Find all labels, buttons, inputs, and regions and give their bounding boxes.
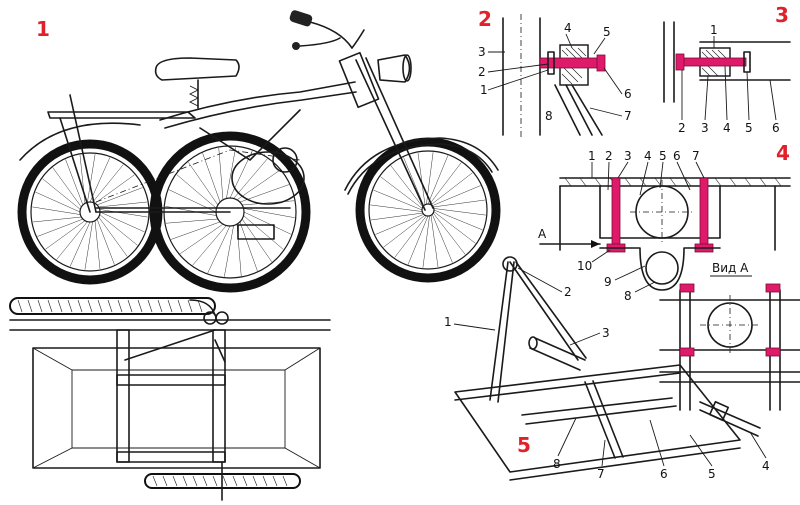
figure-number-2: 2: [478, 7, 492, 31]
frame-base: [454, 364, 741, 473]
figure-1-top-view: [9, 297, 331, 501]
fig4-label-7: 7: [692, 149, 700, 163]
figure-number-5: 5: [517, 433, 531, 457]
fig4-label-1: 1: [588, 149, 596, 163]
figure-1-motorcycle-side-view: 1: [17, 10, 501, 293]
fig4-view-label: Вид А: [712, 261, 749, 275]
fig4-label-4: 4: [644, 149, 652, 163]
frame-strut-1: [489, 261, 509, 401]
fig4-arrow-label: А: [538, 227, 547, 241]
fig4-bolt-left: [611, 177, 621, 249]
frame-top-tube: [159, 81, 356, 121]
fig5-label-6: 6: [660, 467, 668, 481]
headset: [338, 51, 380, 109]
figure-number-1: 1: [36, 17, 50, 41]
fig5-label-4: 4: [762, 459, 770, 473]
fig4-label-10: 10: [577, 259, 592, 273]
frame-top-joint-2: [502, 256, 518, 272]
fig3-label-6: 6: [772, 121, 780, 135]
figure-4-clamp-assembly: 4 А Вид А 1 2 3 4 5 6 7 10 9: [538, 141, 791, 303]
frame-strut-3: [509, 261, 579, 361]
engine: [231, 147, 305, 240]
fig2-label-5: 5: [603, 25, 611, 39]
figure-2-joint-detail: 2 4 5 3 2 1 6 8 7: [478, 7, 632, 140]
front-wheel: [355, 137, 501, 283]
fig3-label-2: 2: [678, 121, 686, 135]
fig4-bolt-right: [699, 177, 709, 249]
front-fender: [344, 137, 499, 191]
fig2-label-2: 2: [478, 65, 486, 79]
fig5-label-8: 8: [553, 457, 561, 471]
fig3-bolt: [679, 57, 747, 67]
sidecar-strut: [69, 94, 97, 213]
view-a-bolt-top-left: [679, 283, 695, 293]
front-fork: [355, 59, 426, 211]
frame-axle-4: [699, 401, 761, 429]
figure-5-sidecar-frame: 5 2 1 3 8 7 6 5 4: [444, 256, 770, 481]
fig2-label-6: 6: [624, 87, 632, 101]
fig2-label-8: 8: [545, 109, 553, 123]
seat: [154, 57, 240, 81]
fig3-label-4: 4: [723, 121, 731, 135]
figure-number-3: 3: [775, 3, 789, 27]
fig3-label-5: 5: [745, 121, 753, 135]
fig4-label-8: 8: [624, 289, 632, 303]
handlebar: [309, 21, 353, 49]
figure-number-4: 4: [776, 141, 790, 165]
fig4-label-5: 5: [659, 149, 667, 163]
fig2-label-7: 7: [624, 109, 632, 123]
rear-tyre-top-view: [9, 297, 216, 315]
frame-down-tube: [199, 109, 301, 161]
fig5-label-1: 1: [444, 315, 452, 329]
fig5-label-3: 3: [602, 326, 610, 340]
fig5-label-7: 7: [597, 467, 605, 481]
fig4-label-6: 6: [673, 149, 681, 163]
fig5-label-2: 2: [564, 285, 572, 299]
fig2-label-3: 3: [478, 45, 486, 59]
fig3-label-3: 3: [701, 121, 709, 135]
fig4-label-2: 2: [605, 149, 613, 163]
figure-3-joint-detail: 3 1 2 3 4 5 6: [663, 3, 791, 135]
luggage-rack: [47, 111, 196, 119]
fig4-label-9: 9: [604, 275, 612, 289]
fig3-label-1: 1: [710, 23, 718, 37]
view-a-detail: [659, 283, 800, 411]
fig2-bolt: [539, 57, 601, 69]
fig2-label-4: 4: [564, 21, 572, 35]
rear-fender: [19, 122, 141, 161]
handlebar-grip: [289, 10, 313, 27]
fig2-label-1: 1: [480, 83, 488, 97]
sidecar-body-outline: [32, 347, 321, 469]
fig5-label-5: 5: [708, 467, 716, 481]
fig4-label-3: 3: [624, 149, 632, 163]
